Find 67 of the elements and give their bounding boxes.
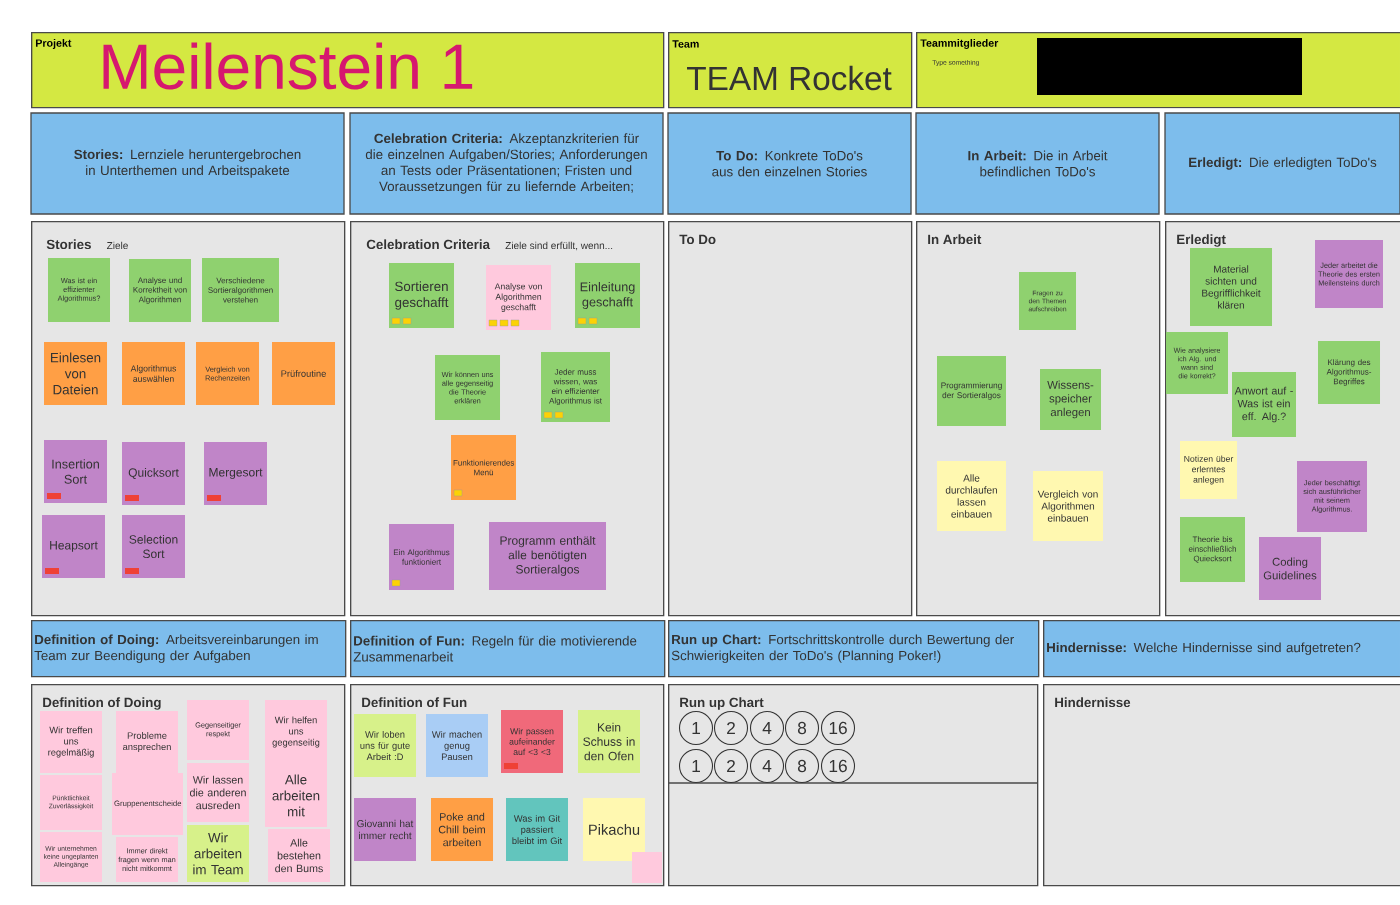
sticky-note: Material sichten und Begrifflichkeit klären <box>1190 248 1272 326</box>
sticky-note: Was im Git passiert bleibt im Git <box>506 798 568 861</box>
description-cell: Run up Chart: Fortschrittskontrolle durch Bewertung der Schwierigkeiten der ToDo's (Planning Poker!) <box>668 620 1040 678</box>
panel-title: Stories <box>46 239 91 250</box>
field-label: Projekt <box>36 39 72 49</box>
sticky-note: Algorithmus auswählen <box>122 342 185 405</box>
description-cell: Celebration Criteria: Akzeptanzkriterien für die einzelnen Aufgaben/Stories; Anforderungen an Tests oder Präsentationen; Fristen und Voraussetzungen für zu liefernde Arbeiten; <box>349 112 664 215</box>
sticky-note: Vergleich von Algorithmen einbauen <box>1033 471 1103 541</box>
sticky-note: Probleme ansprechen <box>116 711 178 773</box>
sticky-note: Wir helfen uns gegenseitig <box>265 700 327 764</box>
project-title: Meilenstein 1 <box>103 42 473 90</box>
sticky-note: Quicksort <box>122 442 185 505</box>
sticky-note: Giovanni hat immer recht <box>354 798 416 861</box>
panel-subtitle: Ziele sind erfüllt, wenn... <box>505 241 613 251</box>
description-cell: Definition of Fun: Regeln für die motivierende Zusammenarbeit <box>350 620 666 678</box>
sticky-note: Programm enthält alle benötigten Sortieralgos <box>489 522 606 590</box>
sticky-note: Prüfroutine <box>272 342 335 405</box>
panel-title: Hindernisse <box>1055 697 1131 708</box>
sticky-note: Wissens-speicher anlegen <box>1040 369 1101 430</box>
sticky-note: Mergesort <box>204 442 267 505</box>
sticky-note: Jeder muss wissen, was ein effizienter Algorithmus ist <box>541 352 610 422</box>
description-cell: Definition of Doing: Arbeitsvereinbarungen im Team zur Beendigung der Aufgaben <box>31 620 347 678</box>
sticky-note: Selection Sort <box>122 515 185 578</box>
sticky-note: Einleitung geschafft <box>575 263 640 328</box>
sticky-note: Theorie bis einschließlich Quiecksort <box>1180 517 1245 582</box>
sticky-note: Verschiedene Sortieralgorithmen verstehen <box>202 258 279 322</box>
sticky-note: Programmierung der Sortieralgos <box>937 356 1006 426</box>
sticky-note: Alle bestehen den Bums <box>268 829 330 882</box>
sticky-note: Kein Schuss in den Ofen <box>578 710 640 773</box>
sticky-note: Wir loben uns für gute Arbeit :D <box>354 714 416 777</box>
panel-title: Erledigt <box>1177 234 1226 247</box>
panel-subtitle: Ziele <box>107 241 128 250</box>
panel-title: Celebration Criteria <box>366 239 491 250</box>
panel-title: Run up Chart <box>680 697 764 710</box>
description-cell: Erledigt: Die erledigten ToDo's <box>1164 112 1400 215</box>
field-label: Teammitglieder <box>920 39 999 49</box>
sticky-note: Wir passen aufeinander auf <3 <3 <box>501 710 563 773</box>
sticky-note: Wir lassen die anderen ausreden <box>187 763 249 822</box>
sticky-note: Klärung des Algorithmus-Begriffes <box>1318 341 1380 404</box>
sticky-note: Analyse und Korrektheit von Algorithmen <box>129 259 191 322</box>
sticky-note: Ein Algorithmus funktioniert <box>389 524 454 590</box>
description-cell: In Arbeit: Die in Arbeit befindlichen ToDo's <box>915 112 1160 215</box>
panel-title: To Do <box>679 234 716 245</box>
sticky-note: Pikachu <box>583 798 645 861</box>
sticky-note: Funktionierendes Menü <box>451 435 516 500</box>
team-name: TEAM Rocket <box>687 65 892 91</box>
description-cell: Hindernisse: Welche Hindernisse sind aufgetreten? <box>1043 620 1400 678</box>
sticky-note: Insertion Sort <box>44 440 107 503</box>
sticky-note: Wir treffen uns regelmäßig <box>40 711 102 773</box>
panel-title: In Arbeit <box>928 234 982 245</box>
sticky-note: Sortieren geschafft <box>389 263 454 328</box>
description-cell: Stories: Lernziele heruntergebrochen in Unterthemen und Arbeitspakete <box>30 112 345 215</box>
sticky-note: Anwort auf - Was ist ein eff. Alg.? <box>1232 372 1296 437</box>
sticky-note: Alle arbeiten mit <box>265 764 327 827</box>
panel-title: Definition of Doing <box>43 697 161 710</box>
panel-title: Definition of Fun <box>362 697 467 708</box>
sticky-note: Heapsort <box>42 515 105 578</box>
sticky-note: Wir machen genug Pausen <box>426 714 488 777</box>
sticky-note: Coding Guidelines <box>1259 537 1321 600</box>
field-label: Team <box>672 40 699 48</box>
sticky-note: Einlesen von Dateien <box>44 342 107 405</box>
sticky-note: Poke and Chill beim arbeiten <box>431 798 493 861</box>
description-cell: To Do: Konkrete ToDo's aus den einzelnen Stories <box>667 112 912 215</box>
sticky-note: Alle durchlaufen lassen einbauen <box>937 461 1006 531</box>
sticky-note: Notizen über erlerntes anlegen <box>1180 441 1237 499</box>
sticky-note: Analyse von Algorithmen geschafft <box>486 265 551 330</box>
sticky-note: Wir arbeiten im Team <box>187 825 249 882</box>
